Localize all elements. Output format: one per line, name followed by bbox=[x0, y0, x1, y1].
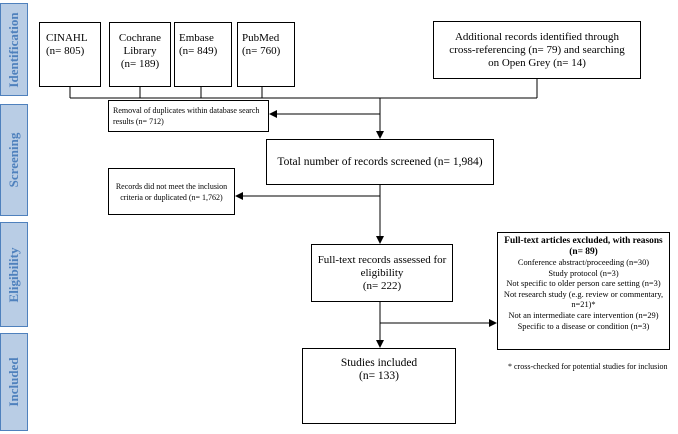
source-name: Cochrane Library bbox=[118, 32, 162, 57]
included-line2: (n= 133) bbox=[358, 370, 400, 382]
excluded-reason: Not specific to older person care settin… bbox=[506, 279, 661, 289]
source-count: (n= 849) bbox=[179, 45, 218, 57]
included-line1: Studies included bbox=[340, 357, 418, 369]
excluded-reason: Study protocol (n=3) bbox=[548, 268, 619, 278]
included-box: Studies included (n= 133) bbox=[302, 348, 456, 424]
phase-screening-label: Screening bbox=[6, 132, 21, 188]
phase-eligibility: Eligibility bbox=[0, 222, 28, 327]
phase-included-label: Included bbox=[6, 357, 21, 407]
phase-identification-label: Identification bbox=[6, 11, 21, 88]
source-name: CINAHL bbox=[46, 32, 88, 44]
source-cinahl: CINAHL (n= 805) bbox=[39, 22, 101, 87]
excluded-reason: Conference abstract/proceeding (n=30) bbox=[517, 258, 650, 267]
excluded-box: Full-text articles excluded, with reason… bbox=[497, 232, 670, 350]
phase-eligibility-label: Eligibility bbox=[6, 247, 21, 302]
source-embase: Embase (n= 849) bbox=[174, 22, 232, 87]
screen-excluded-text: Records did not meet the inclusion crite… bbox=[115, 181, 228, 202]
duplicates-removed-box: Removal of duplicates within database se… bbox=[108, 100, 269, 132]
source-name: Embase bbox=[179, 32, 214, 44]
fulltext-line2: (n= 222) bbox=[362, 279, 402, 292]
phase-screening: Screening bbox=[0, 104, 28, 216]
source-cochrane: Cochrane Library (n= 189) bbox=[109, 22, 171, 87]
source-name: PubMed bbox=[242, 32, 280, 44]
fulltext-line1: Full-text records assessed for eligibili… bbox=[317, 253, 447, 279]
phase-identification: Identification bbox=[0, 3, 28, 96]
source-pubmed: PubMed (n= 760) bbox=[237, 22, 295, 87]
screen-excluded-box: Records did not meet the inclusion crite… bbox=[108, 168, 235, 215]
additional-records-box: Additional records identified through cr… bbox=[433, 21, 641, 79]
phase-included: Included bbox=[0, 333, 28, 431]
excluded-reason: Specific to a disease or condition (n=3) bbox=[517, 321, 650, 331]
additional-records-text: Additional records identified through cr… bbox=[449, 30, 625, 69]
screened-box: Total number of records screened (n= 1,9… bbox=[266, 139, 494, 185]
source-count: (n= 760) bbox=[242, 45, 281, 57]
excluded-heading: Full-text articles excluded, with reason… bbox=[504, 236, 663, 257]
duplicates-removed-text: Removal of duplicates within database se… bbox=[113, 106, 260, 126]
excluded-reason: Not an intermediate care intervention (n… bbox=[508, 310, 659, 320]
source-count: (n= 805) bbox=[46, 45, 85, 57]
source-count: (n= 189) bbox=[120, 58, 160, 70]
excluded-reason: Not research study (e.g. review or comme… bbox=[503, 289, 664, 310]
screened-text: Total number of records screened (n= 1,9… bbox=[277, 155, 483, 168]
footnote: * cross-checked for potential studies fo… bbox=[508, 362, 668, 371]
fulltext-box: Full-text records assessed for eligibili… bbox=[311, 244, 453, 302]
